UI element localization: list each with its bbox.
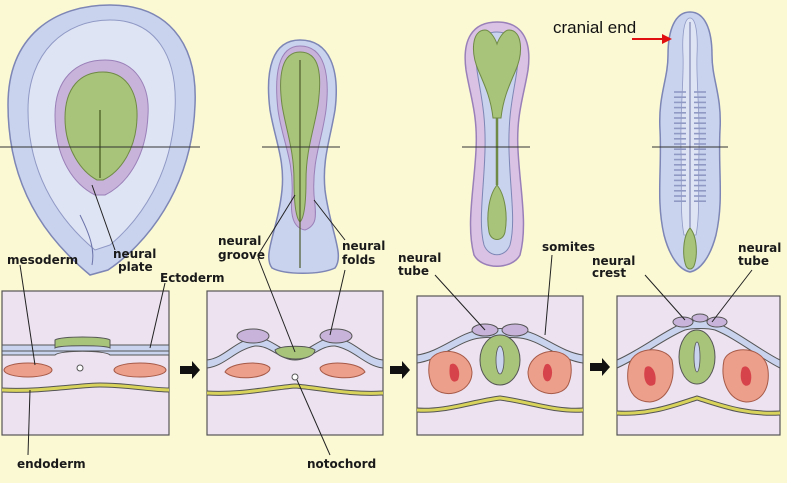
label-neural-crest-line1: neural (592, 254, 635, 268)
label-notochord: notochord (307, 457, 376, 471)
progression-arrows (180, 358, 610, 379)
label-neural-groove-line1: neural (218, 234, 261, 248)
cross-section-3 (416, 295, 584, 436)
somites-right (694, 91, 706, 202)
embryo-stage-1 (0, 4, 200, 276)
label-neural-tube-b-line2: tube (738, 254, 769, 268)
label-somites: somites (542, 240, 595, 254)
label-neural-groove-line2: groove (218, 248, 265, 262)
somites-left (674, 91, 686, 202)
label-mesoderm: mesoderm (7, 253, 78, 267)
embryo-stage-3 (462, 21, 530, 267)
label-neural-plate-line1: neural (113, 247, 156, 261)
label-neural-tube-a-line2: tube (398, 264, 429, 278)
label-cranial-end: cranial end (553, 18, 636, 37)
label-neural-tube-a-line1: neural (398, 251, 441, 265)
label-neural-crest-line2: crest (592, 266, 626, 280)
embryo-stage-4 (652, 11, 728, 273)
cross-section-4 (616, 295, 781, 436)
leader-lines (19, 184, 753, 456)
arrow-right-icon (180, 361, 200, 379)
label-neural-folds-line1: neural (342, 239, 385, 253)
label-neural-folds-line2: folds (342, 253, 375, 267)
arrow-right-icon (390, 361, 410, 379)
label-neural-plate-line2: plate (118, 260, 153, 274)
label-ectoderm: Ectoderm (160, 271, 224, 285)
cranial-end-arrow (632, 34, 672, 44)
label-neural-tube-b-line1: neural (738, 241, 781, 255)
embryo-stage-2 (262, 39, 340, 274)
cross-section-2 (206, 290, 384, 436)
label-endoderm: endoderm (17, 457, 86, 471)
arrow-right-icon (590, 358, 610, 376)
